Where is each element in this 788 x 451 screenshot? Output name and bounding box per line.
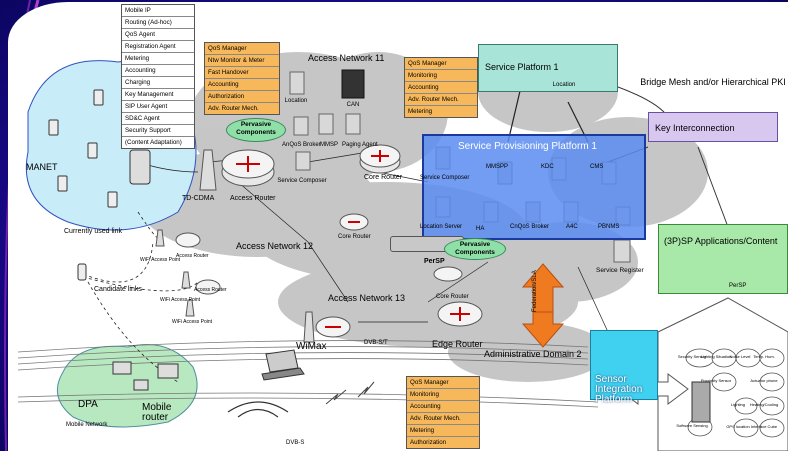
currently-used-link-label: Currently used link	[64, 228, 122, 235]
sensor-heating: Heating/Cooling	[749, 402, 779, 407]
sensor-integration-box: Sensor Integration Platform	[590, 330, 658, 405]
spp-cms-label: CMS	[590, 164, 604, 170]
wimax-label: WiMax	[296, 341, 327, 352]
mmsp-label: MMSP	[320, 142, 338, 148]
access-network-12-label: Access Network 12	[236, 241, 314, 251]
spp-ha-label: HA	[476, 226, 485, 232]
sensor-actuator: Actuator phone	[750, 378, 778, 383]
antenna-icons	[155, 149, 315, 343]
third-party-apps-box: (3P)SP Applications/Content PerSP	[658, 224, 788, 294]
lightning-bolts	[325, 381, 375, 405]
spp-service-composer-label: Service Composer	[420, 175, 470, 181]
spp-cnqos-label: CnQoS Broker	[510, 224, 550, 230]
router-icons	[175, 144, 483, 338]
access-network-13-label: Access Network 13	[328, 293, 406, 303]
third-party-label: (3P)SP Applications/Content	[664, 236, 778, 246]
dpa-devices	[112, 361, 179, 391]
sensor-proximity: Proximity Sensor	[700, 378, 732, 383]
sensor-lighting-situation: Lighting Situation	[700, 354, 732, 359]
sensor-integration-label: Sensor Integration Platform	[595, 374, 643, 405]
dvb-s-label: DVB-S	[286, 440, 305, 446]
pervasive-components-pill-2: Pervasive Components	[444, 238, 506, 260]
spp-pbnms-label: PBNMS	[598, 224, 620, 230]
edge-router-label: Edge Router	[432, 339, 483, 349]
service-platform-1: Service Platform 1	[478, 44, 618, 92]
location-label-2: Location	[552, 82, 576, 88]
wifi-ap-label-1: WiFi Access Point	[140, 257, 181, 263]
core-router-label: Core Router	[364, 174, 403, 181]
federation-label: Federation/SLA	[532, 270, 538, 312]
access-router-small-label-2: Access Router	[194, 287, 227, 293]
key-interconnection-label: Key Interconnection	[655, 123, 735, 133]
federation-arrow	[521, 263, 565, 348]
wifi-ap-label-2: WiFi Access Point	[160, 297, 201, 303]
mobile-router-label: Mobile router	[142, 402, 172, 423]
service-platform-1-label: Service Platform 1	[485, 62, 559, 72]
paging-agent-label: Paging Agent	[342, 142, 378, 148]
admin-domain-label: Administrative Domain 2	[484, 349, 582, 359]
persp-label-2: PerSP	[729, 283, 747, 289]
pervasive-components-pill-1: Pervasive Components	[226, 118, 286, 142]
spp-a4c-label: A4C	[566, 224, 578, 230]
access-router-label: Access Router	[230, 195, 276, 202]
td-cdma-label: TD-CDMA	[182, 195, 215, 202]
dvb-st-label: DVB-S/T	[364, 340, 388, 346]
laptop-icon	[261, 349, 305, 381]
sensor-software: Software Sensing	[676, 423, 708, 428]
sensor-noise: Noise Level	[729, 354, 751, 359]
sensor-gps: GPS location	[726, 424, 750, 429]
core-router-label-3: Core Router	[436, 294, 469, 300]
location-label: Location	[284, 98, 308, 104]
sensor-temp: Temp. Hum.	[753, 354, 775, 359]
sensor-interface-cube: Interface Cube	[750, 424, 778, 429]
home-server-icon	[691, 381, 711, 423]
can-label: CAN	[346, 102, 360, 108]
candidate-links-label: Candidate links	[94, 286, 142, 293]
core-router-label-2: Core Router	[338, 234, 371, 240]
access-network-11-label: Access Network 11	[308, 53, 385, 63]
dvb-arcs	[227, 401, 289, 418]
spp-location-server-label: Location Server	[420, 224, 463, 230]
bridge-mesh-label: Bridge Mesh and/or Hierarchical PKI	[640, 77, 786, 87]
wifi-ap-label-3: WiFi Access Point	[172, 319, 213, 325]
key-interconnection-box: Key Interconnection	[648, 112, 778, 142]
spp-kdc-label: KDC	[541, 164, 554, 170]
dpa-label: DPA	[78, 399, 98, 410]
manet-label: MANET	[26, 162, 58, 172]
persp-label: PerSP	[424, 258, 445, 265]
sensor-security: Security Sensor	[677, 354, 707, 359]
spp-mmspp-label: MMSPP	[486, 164, 509, 170]
service-composer-label: Service Composer	[277, 178, 327, 184]
sensor-lighting: Lighting	[730, 402, 746, 407]
spp-title: Service Provisioning Platform 1	[458, 141, 597, 152]
phone-icon	[77, 263, 87, 281]
access-router-small-label: Access Router	[176, 253, 209, 259]
can-server-icon	[341, 69, 365, 99]
service-provisioning-platform: Service Provisioning Platform 1	[422, 134, 646, 240]
mobile-network-label: Mobile Network	[66, 422, 108, 428]
service-register-label: Service Register	[596, 267, 644, 274]
anqos-broker-label: AnQoS Broker	[282, 142, 321, 148]
sensor-ovals	[685, 348, 785, 438]
manet-devices	[48, 89, 158, 208]
